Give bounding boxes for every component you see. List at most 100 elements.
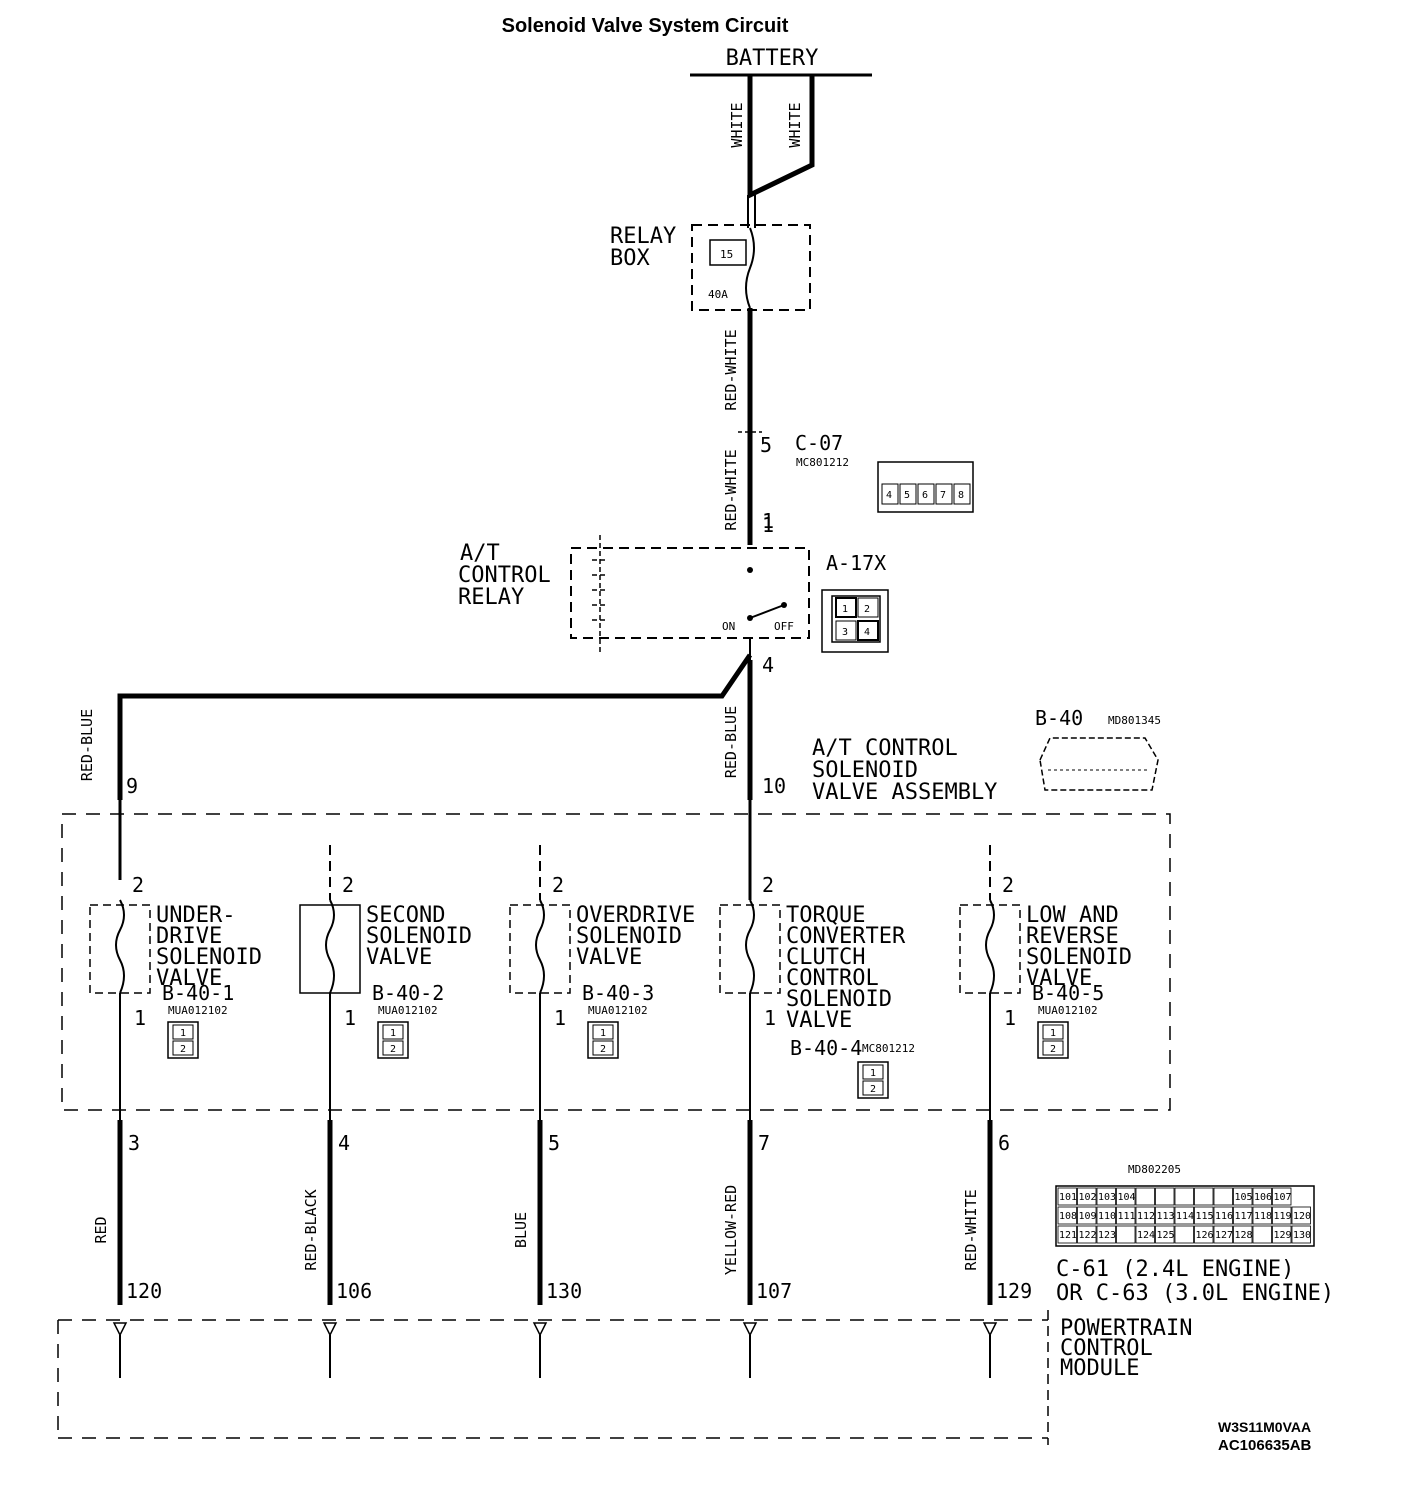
feed-wire-left: [117, 653, 753, 800]
solenoid-3-cell-1: 1: [600, 1028, 606, 1039]
pcm-grid-cell: [1077, 1187, 1097, 1206]
pcm-grid-cell: [1194, 1225, 1214, 1244]
wire-center-feed-label: RED-BLUE: [722, 706, 740, 778]
pcm-grid-pin: 107: [1274, 1192, 1292, 1203]
assembly-name: B-40: [1035, 706, 1083, 730]
solenoid-5-name-line: LOW AND: [1026, 903, 1119, 928]
solenoid-2-connector-icon: [377, 1021, 409, 1059]
pcm-grid-pin: 113: [1157, 1211, 1175, 1222]
pcm-grid-cell: [1194, 1206, 1214, 1225]
solenoid-2-name-line: SOLENOID: [366, 924, 472, 949]
pcm-label-3: MODULE: [1060, 1356, 1139, 1381]
solenoid-5-name-line: VALVE: [1026, 966, 1092, 991]
solenoid-2-assembly-pin: 4: [338, 1131, 350, 1155]
solenoid-1-connector: B-40-1: [162, 981, 234, 1005]
solenoid-2-pin-bottom: 1: [344, 1006, 356, 1030]
pcm-grid-cell: [1213, 1206, 1233, 1225]
relay-box: RELAY BOX 15 40A: [610, 224, 811, 311]
pcm-grid-pin: 124: [1137, 1230, 1155, 1241]
reference-code: W3S11M0VAA: [1218, 1419, 1311, 1435]
solenoid-3-name-line: VALVE: [576, 945, 642, 970]
pcm-grid-cell: [1252, 1206, 1272, 1225]
solenoid-2-name-line: SECOND: [366, 903, 445, 928]
solenoid-4-connector-part: MC801212: [862, 1042, 915, 1055]
assembly-label-3: VALVE ASSEMBLY: [812, 780, 997, 805]
solenoid-1-connector-cell: [172, 1024, 194, 1040]
solenoid-2-connector-cell: [382, 1024, 404, 1040]
solenoid-1-connector-part: MUA012102: [168, 1004, 228, 1017]
solenoid-1-name-line: UNDER-: [156, 903, 235, 928]
pcm-grid-pin: 110: [1098, 1211, 1116, 1222]
pcm-grid-pin: 129: [1274, 1230, 1292, 1241]
solenoid-1-pcm-pin: 120: [126, 1279, 162, 1303]
solenoid-3-connector-part: MUA012102: [588, 1004, 648, 1017]
assembly-pin-center: 10: [762, 774, 786, 798]
pcm-label-1: POWERTRAIN: [1060, 1316, 1192, 1341]
solenoid-5-pin-bottom: 1: [1004, 1006, 1016, 1030]
solenoid-5-assembly-pin: 6: [998, 1131, 1010, 1155]
pcm-grid-pin: 112: [1137, 1211, 1155, 1222]
pcm-grid-cell: [1213, 1187, 1233, 1206]
pcm-module: POWERTRAIN CONTROL MODULE: [57, 1310, 1192, 1445]
relay-coil: [592, 535, 608, 655]
pcm-grid-cell: [1135, 1187, 1155, 1206]
solenoid-4-name-line: TORQUE: [786, 903, 865, 928]
solenoid-2-cell-2: 2: [390, 1044, 396, 1055]
solenoid-4-pcm-pin: 107: [756, 1279, 792, 1303]
solenoid-5-pcm-pin: 129: [996, 1279, 1032, 1303]
solenoid-5-pin-top: 2: [1002, 873, 1014, 897]
c07-part: MC801212: [796, 456, 849, 469]
solenoid-5-connector-part: MUA012102: [1038, 1004, 1098, 1017]
pcm-grid-cell: [1174, 1206, 1194, 1225]
svg-text:6: 6: [922, 490, 928, 501]
solenoid-columns: 21UNDER-DRIVESOLENOIDVALVEB-40-1MUA01210…: [89, 800, 1132, 1378]
pcm-engine-line-2: OR C-63 (3.0L ENGINE): [1056, 1281, 1334, 1306]
pcm-grid-cell: [1096, 1225, 1116, 1244]
pcm-grid-cell: [1233, 1187, 1253, 1206]
solenoid-1-connector-cell: [172, 1040, 194, 1056]
solenoid-4-cell-2: 2: [870, 1084, 876, 1095]
svg-text:1: 1: [842, 604, 848, 615]
c07-pin-below: 1: [762, 509, 774, 533]
svg-text:5: 5: [904, 490, 910, 501]
pcm-grid-pin: 114: [1176, 1211, 1194, 1222]
svg-text:8: 8: [958, 490, 964, 501]
svg-text:4: 4: [886, 490, 892, 501]
assembly-part: MD801345: [1108, 714, 1161, 727]
pcm-grid-pin: 125: [1157, 1230, 1175, 1241]
solenoid-3-wire-label: BLUE: [512, 1212, 530, 1248]
connector-c07: 5 C-07 MC801212 1 RED-WHITE 4 5 6 7 8: [722, 431, 974, 533]
pcm-grid-cell: [1233, 1225, 1253, 1244]
pcm-grid-pin: 118: [1254, 1211, 1272, 1222]
wire-left-feed-label: RED-BLUE: [78, 709, 96, 781]
fuse-rating: 40A: [708, 288, 728, 301]
pcm-grid-pin: 130: [1293, 1230, 1311, 1241]
solenoid-3: 21OVERDRIVESOLENOIDVALVEB-40-3MUA0121021…: [509, 845, 695, 1378]
solenoid-5-connector-icon: [1037, 1021, 1069, 1059]
solenoid-4-connector-cell: [862, 1064, 884, 1080]
solenoid-2-connector-part: MUA012102: [378, 1004, 438, 1017]
pcm-label-2: CONTROL: [1060, 1336, 1153, 1361]
pcm-grid-cell: [1291, 1206, 1311, 1225]
pcm-grid-cell: [1096, 1206, 1116, 1225]
pcm-grid-cell: [1272, 1187, 1292, 1206]
svg-text:3: 3: [842, 627, 848, 638]
control-relay-pin-in: 1: [762, 513, 774, 537]
solenoid-4-cell-1: 1: [870, 1068, 876, 1079]
relay-box-label-1: RELAY: [610, 224, 676, 249]
battery-wire-left-label: WHITE: [728, 102, 746, 147]
solenoid-1-pin-bottom: 1: [134, 1006, 146, 1030]
pcm-grid-pin: 111: [1118, 1211, 1136, 1222]
pcm-grid-cell: [1155, 1225, 1175, 1244]
solenoid-4-pin-bottom: 1: [764, 1006, 776, 1030]
solenoid-1-connector-icon: [167, 1021, 199, 1059]
solenoid-5-cell-2: 2: [1050, 1044, 1056, 1055]
solenoid-2-pin-top: 2: [342, 873, 354, 897]
assembly-boundary: [61, 813, 1171, 1111]
battery-wire: [747, 75, 815, 199]
wire-relay-out-label: RED-WHITE: [722, 329, 740, 410]
svg-text:4: 4: [864, 627, 870, 638]
solenoid-3-connector: B-40-3: [582, 981, 654, 1005]
